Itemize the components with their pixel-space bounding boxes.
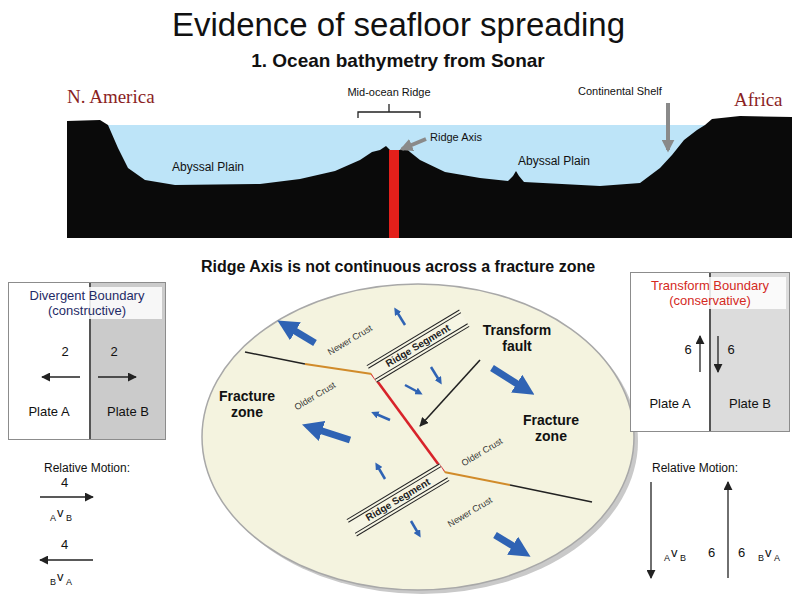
section-heading: Ridge Axis is not continuous across a fr…	[168, 258, 628, 276]
plate-name: Plate B	[91, 404, 165, 439]
small-motion-arrow	[405, 385, 418, 392]
fracture-zone-line	[510, 485, 592, 502]
boundary-panel: Divergent Boundary (constructive) 2Plate …	[8, 282, 166, 440]
speed-number: 6	[711, 342, 789, 357]
feature-label: Fracture zone	[518, 412, 584, 444]
subtitle: 1. Ocean bathymetry from Sonar	[188, 50, 608, 72]
seafloor-land	[67, 116, 792, 238]
relative-motion-arrow	[40, 559, 93, 560]
region-label: Continental Shelf	[578, 85, 662, 98]
region-label: Mid-ocean Ridge	[329, 86, 449, 99]
feature-label: Transform fault	[476, 322, 558, 354]
newer-crust-line	[444, 472, 510, 485]
boundary-panel: Transform Boundary (conservative) 6Plate …	[630, 272, 790, 432]
speed-number: 2	[9, 344, 89, 359]
vector-subscript: B	[66, 513, 72, 523]
continent-name: N. America	[67, 86, 155, 108]
feature-label: Fracture zone	[214, 388, 280, 420]
small-motion-arrow	[376, 414, 390, 420]
speed-number: 2	[91, 344, 165, 359]
velocity-value: 6	[738, 545, 745, 560]
shelf-pointer	[666, 103, 670, 150]
ocean-water	[108, 125, 705, 186]
small-motion-arrow	[378, 467, 385, 479]
relative-motion-arrow	[40, 496, 93, 497]
spreading-arrow	[316, 429, 350, 440]
ridge-segment: Ridge Segment	[347, 464, 450, 537]
vector-symbol: v	[57, 569, 64, 584]
vector-subscript: B	[758, 553, 764, 563]
vector-subscript: A	[66, 577, 72, 587]
panel-heading: Divergent Boundary (constructive)	[12, 287, 162, 319]
ridge-bracket	[358, 104, 420, 118]
velocity-value: 4	[61, 475, 68, 490]
spreading-arrow	[495, 535, 518, 549]
velocity-value: 6	[708, 545, 715, 560]
transform-pointer	[420, 360, 480, 426]
spreading-arrow	[290, 328, 315, 343]
vector-subscript: B	[680, 553, 686, 563]
spreading-arrow	[492, 368, 522, 387]
vector-subscript: A	[774, 553, 780, 563]
ridge-axis-bar	[389, 150, 399, 238]
page-title: Evidence of seafloor spreading	[0, 6, 797, 44]
vector-symbol: v	[671, 545, 678, 560]
panel-heading: Transform Boundary (conservative)	[634, 277, 786, 309]
feature-label: Abyssal Plain	[518, 154, 590, 168]
motion-heading: Relative Motion:	[44, 461, 130, 475]
ridge-axis-pointer	[402, 139, 426, 149]
ridge-segment: Ridge Segment	[367, 310, 470, 383]
vector-subscript: A	[50, 513, 56, 523]
speed-number: 6	[631, 342, 709, 357]
plate-name: Plate B	[711, 396, 789, 431]
relative-motion-arrow	[727, 482, 728, 578]
small-motion-arrow	[431, 367, 439, 380]
crust-label: Newer Crust	[316, 316, 383, 364]
segment-label: Ridge Segment	[384, 322, 453, 370]
crust-label: Older Crust	[448, 428, 515, 476]
feature-label: Ridge Axis	[430, 131, 482, 144]
small-motion-arrow	[411, 521, 418, 533]
relative-motion-arrow	[650, 482, 651, 578]
plate-name: Plate A	[9, 404, 89, 439]
crust-label: Newer Crust	[436, 488, 503, 536]
velocity-value: 4	[61, 537, 68, 552]
newer-crust-line	[305, 364, 372, 374]
plate-name: Plate A	[631, 396, 709, 431]
crust-label: Older Crust	[281, 372, 348, 420]
transform-fault-line	[372, 374, 444, 472]
fracture-zone-line	[245, 352, 305, 364]
continent-name: Africa	[734, 89, 783, 111]
vector-symbol: v	[765, 545, 772, 560]
small-motion-arrow	[397, 312, 405, 325]
vector-symbol: v	[57, 505, 64, 520]
vector-subscript: A	[664, 553, 670, 563]
figure-oval	[202, 284, 634, 590]
segment-label: Ridge Segment	[364, 476, 433, 524]
feature-label: Abyssal Plain	[172, 160, 244, 174]
motion-heading: Relative Motion:	[652, 461, 738, 475]
vector-subscript: B	[50, 577, 56, 587]
